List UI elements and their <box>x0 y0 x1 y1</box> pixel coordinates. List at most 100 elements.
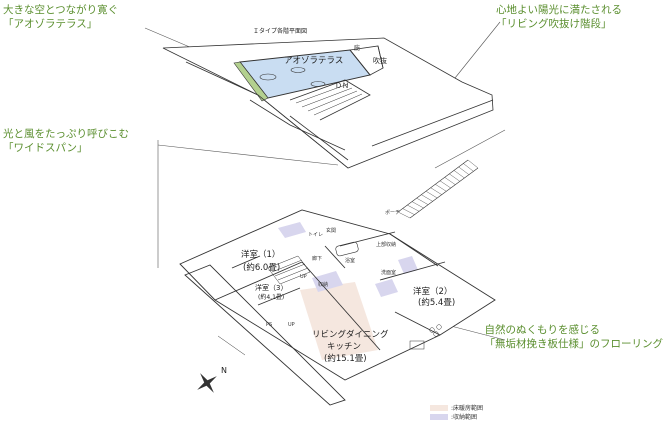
parapet-line <box>289 115 349 161</box>
stair-rail <box>409 167 479 219</box>
stair-step <box>397 211 411 219</box>
stair-step <box>439 180 451 189</box>
interior-wall <box>394 311 441 336</box>
room-ldk-name2: キッチン <box>327 342 361 352</box>
room-bedroom1-size: (約6.0畳) <box>243 262 280 273</box>
label-entrance: 玄関 <box>326 227 336 234</box>
terrace-furniture <box>290 67 306 73</box>
label-up: UP <box>300 274 307 280</box>
legend: :床暖房範囲 :収納範囲 <box>430 403 483 421</box>
stair-step <box>416 197 429 205</box>
upper-floor-plan <box>162 37 494 169</box>
wall-line <box>377 45 384 69</box>
parapet-line <box>185 61 349 169</box>
kitchen-sink <box>409 340 425 350</box>
legend-item: :収納範囲 <box>430 412 483 421</box>
interior-wall <box>301 261 381 351</box>
label-washroom: 洗面室 <box>381 269 396 276</box>
interior-wall <box>379 261 446 281</box>
stair-step <box>444 177 456 185</box>
storage-area <box>375 279 398 297</box>
stair-step <box>425 191 438 199</box>
storage-area <box>278 222 306 238</box>
interior-wall <box>231 255 261 269</box>
label-corridor: 廊下 <box>312 255 322 262</box>
stair-step <box>435 184 447 192</box>
stair-step <box>402 208 415 215</box>
stair-step <box>458 166 470 175</box>
fukinuke-label: 吹抜 <box>373 56 387 65</box>
balcony <box>184 264 346 406</box>
legend-swatch-storage <box>430 413 448 420</box>
interior-wall <box>389 233 439 267</box>
room-ldk-size: (約15.1畳) <box>324 353 367 364</box>
legend-label: :床暖房範囲 <box>451 405 484 412</box>
interior-wall <box>324 245 346 269</box>
parapet-line <box>371 99 494 147</box>
legend-label: :収納範囲 <box>451 414 478 421</box>
label-porch: ポーチ <box>385 209 400 216</box>
stove-burner <box>436 324 442 330</box>
eave-label: 庇 <box>354 44 360 52</box>
leader-line <box>434 129 506 169</box>
caption-flooring: 自然のぬくもりを感じる 「無垢材挽き板仕様」のフローリング <box>485 323 664 351</box>
caption-line: 光と風をたっぷり呼びこむ <box>3 128 129 140</box>
lower-floor-plan <box>179 209 496 406</box>
parapet-line <box>249 99 346 151</box>
stair-steps <box>397 159 479 219</box>
caption-aozora-terrace: 大きな空とつながり寛ぐ 「アオゾラテラス」 <box>3 3 118 31</box>
floor-heating-area <box>300 282 378 360</box>
bathtub <box>335 241 359 257</box>
label-upper-storage: 上部収納 <box>376 241 396 248</box>
interior-wall <box>214 261 303 301</box>
stair-step <box>453 170 465 179</box>
label-ps: PS <box>266 322 272 328</box>
caption-line: 「無垢材挽き板仕様」のフローリング <box>484 338 664 350</box>
wall-line <box>217 335 246 356</box>
stair-step <box>313 93 363 116</box>
stair-rail <box>397 159 469 213</box>
indoor-stair <box>267 255 311 285</box>
stair-step <box>407 204 420 212</box>
label-bathroom: 浴室 <box>345 257 355 264</box>
terrace-label: アオゾラテラス <box>284 56 343 66</box>
leader-line <box>454 21 501 79</box>
storage-area <box>398 256 418 274</box>
leader-line <box>446 324 506 341</box>
room-bedroom2-size: (約5.4畳) <box>418 297 455 308</box>
stair-step <box>295 83 349 104</box>
stair-step <box>411 201 424 209</box>
exterior-stair <box>397 159 479 219</box>
planter <box>233 61 269 102</box>
stair-step <box>307 90 358 112</box>
stair-outline <box>289 79 371 121</box>
stair-step <box>449 173 460 182</box>
stair-outline <box>267 255 311 285</box>
caption-living-stairs: 心地よい陽光に満たされる 「リビング吹抜け階段」 <box>496 3 622 31</box>
legend-item: :床暖房範囲 <box>430 403 483 412</box>
caption-wide-span: 光と風をたっぷり呼びこむ 「ワイドスパン」 <box>3 127 129 155</box>
label-toilet: トイレ <box>308 232 323 238</box>
stair-step <box>274 263 306 277</box>
compass-star-icon <box>197 373 217 393</box>
stove-burner <box>429 327 435 333</box>
caption-line: 「アオゾラテラス」 <box>3 18 98 30</box>
stair-step <box>277 267 309 281</box>
caption-line: 「リビング吹抜け階段」 <box>496 18 612 30</box>
stair-step <box>301 87 353 108</box>
label-up: UP <box>288 322 295 328</box>
stair-step <box>430 187 442 195</box>
plan-title: Ｉタイプ各階平面図 <box>253 27 307 35</box>
compass-north-label: N <box>221 366 227 375</box>
stair-step <box>467 159 479 169</box>
caption-line: 自然のぬくもりを感じる <box>484 324 601 336</box>
label-storage: 収納 <box>318 281 328 288</box>
legend-swatch-floor-heating <box>430 404 448 411</box>
interior-wall <box>339 231 396 247</box>
interior-wall <box>257 287 301 306</box>
terrace-furniture <box>259 73 277 81</box>
compass-rose: N <box>197 366 227 393</box>
caption-line: 大きな空とつながり寛ぐ <box>3 4 119 16</box>
room-ldk-name1: リビングダイニング <box>312 329 389 340</box>
